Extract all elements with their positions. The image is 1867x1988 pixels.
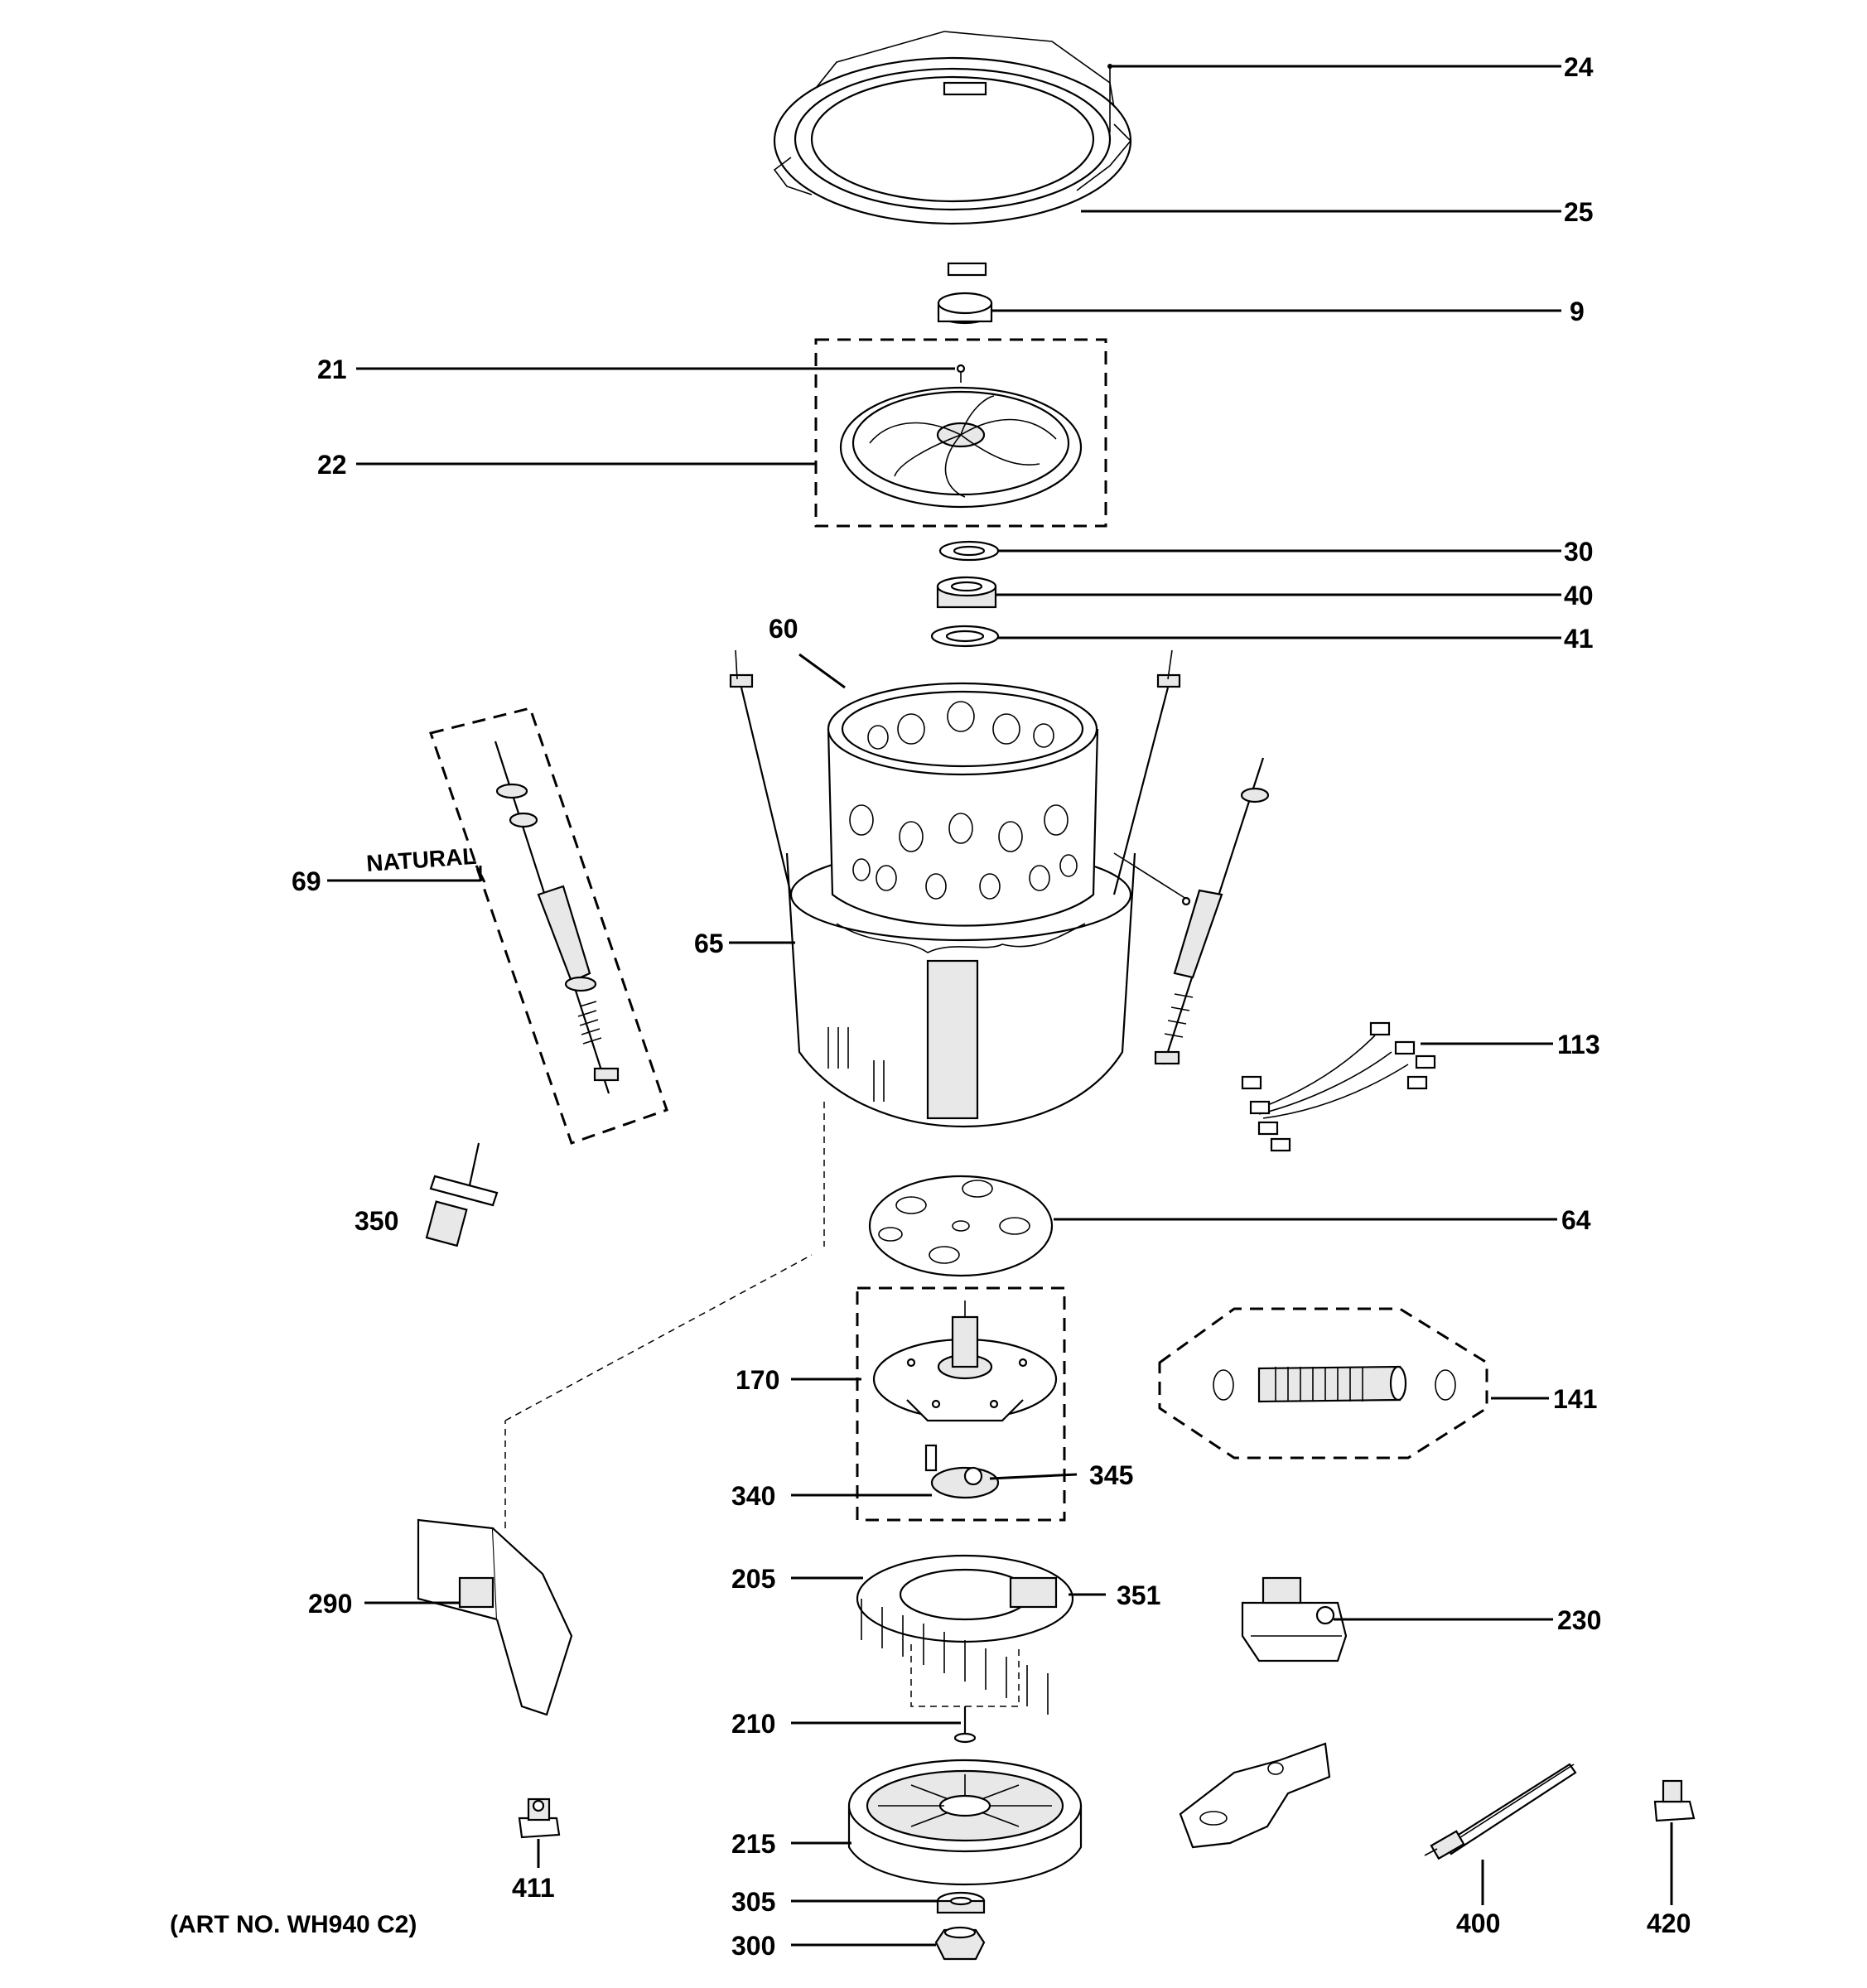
callout-205: 205 — [731, 1564, 775, 1594]
hall-sensor-part — [924, 1444, 1000, 1499]
mounting-plate-part — [1179, 1742, 1331, 1849]
art-number: (ART NO. WH940 C2) — [170, 1911, 417, 1938]
callout-215: 215 — [731, 1829, 775, 1859]
callout-41: 41 — [1564, 624, 1594, 654]
callout-170: 170 — [736, 1365, 779, 1395]
callout-300: 300 — [731, 1931, 775, 1961]
suspension-rod-part — [494, 741, 620, 1094]
callout-400: 400 — [1456, 1908, 1500, 1938]
bracket-part-420 — [1653, 1779, 1696, 1822]
pulsator-part — [839, 364, 1083, 509]
seal-part-41 — [930, 625, 1000, 648]
callout-9: 9 — [1570, 297, 1585, 326]
callout-40: 40 — [1564, 581, 1594, 610]
suspension-rod-right — [1154, 757, 1270, 1065]
washer-part-305 — [936, 1891, 986, 1914]
sensor-part-350 — [425, 1142, 499, 1247]
callout-64: 64 — [1561, 1205, 1591, 1235]
callout-60: 60 — [769, 614, 798, 644]
callout-230: 230 — [1557, 1605, 1601, 1635]
cap-part-9 — [937, 292, 993, 325]
actuator-part-230 — [1241, 1576, 1348, 1662]
stator-part — [856, 1554, 1074, 1715]
wire-harness-part — [1241, 1021, 1436, 1152]
callout-305: 305 — [731, 1887, 775, 1917]
callout-69: 69 — [292, 866, 321, 896]
heater-part-400 — [1424, 1763, 1577, 1860]
hose-part — [1213, 1365, 1456, 1403]
plate-part-64 — [868, 1175, 1054, 1277]
suspension-group-box — [429, 707, 668, 1145]
callout-350: 350 — [355, 1206, 398, 1236]
callout-21: 21 — [317, 355, 347, 384]
wash-basket-and-tub — [729, 649, 1191, 1127]
bolt-part-210 — [953, 1706, 977, 1744]
callout-420: 420 — [1647, 1908, 1691, 1938]
callout-345: 345 — [1089, 1460, 1133, 1490]
washer-part-30 — [938, 540, 1000, 562]
bracket-part-290 — [417, 1102, 825, 1716]
callout-340: 340 — [731, 1481, 775, 1511]
callout-22: 22 — [317, 450, 347, 480]
callout-labels: 24 25 9 21 22 30 40 41 60 69 NATURAL 65 … — [170, 52, 1691, 1961]
drive-group-box — [856, 1286, 1066, 1522]
callout-411: 411 — [512, 1873, 555, 1903]
callout-24: 24 — [1564, 52, 1594, 82]
callout-141: 141 — [1553, 1384, 1597, 1414]
rotor-part-215 — [847, 1759, 1083, 1885]
nut-part-300 — [934, 1926, 986, 1961]
callout-351: 351 — [1117, 1580, 1160, 1610]
tub-cover-part — [773, 31, 1132, 277]
nut-part-40 — [936, 576, 997, 609]
callout-25: 25 — [1564, 197, 1594, 227]
callout-113: 113 — [1557, 1030, 1600, 1059]
callout-30: 30 — [1564, 537, 1594, 567]
callout-290: 290 — [308, 1589, 352, 1619]
natural-label: NATURAL — [365, 843, 477, 876]
valve-part-411 — [518, 1797, 561, 1839]
callout-65: 65 — [694, 929, 724, 958]
leader-lines — [327, 65, 1673, 1947]
callout-210: 210 — [731, 1709, 775, 1739]
bearing-housing-part — [872, 1300, 1058, 1422]
